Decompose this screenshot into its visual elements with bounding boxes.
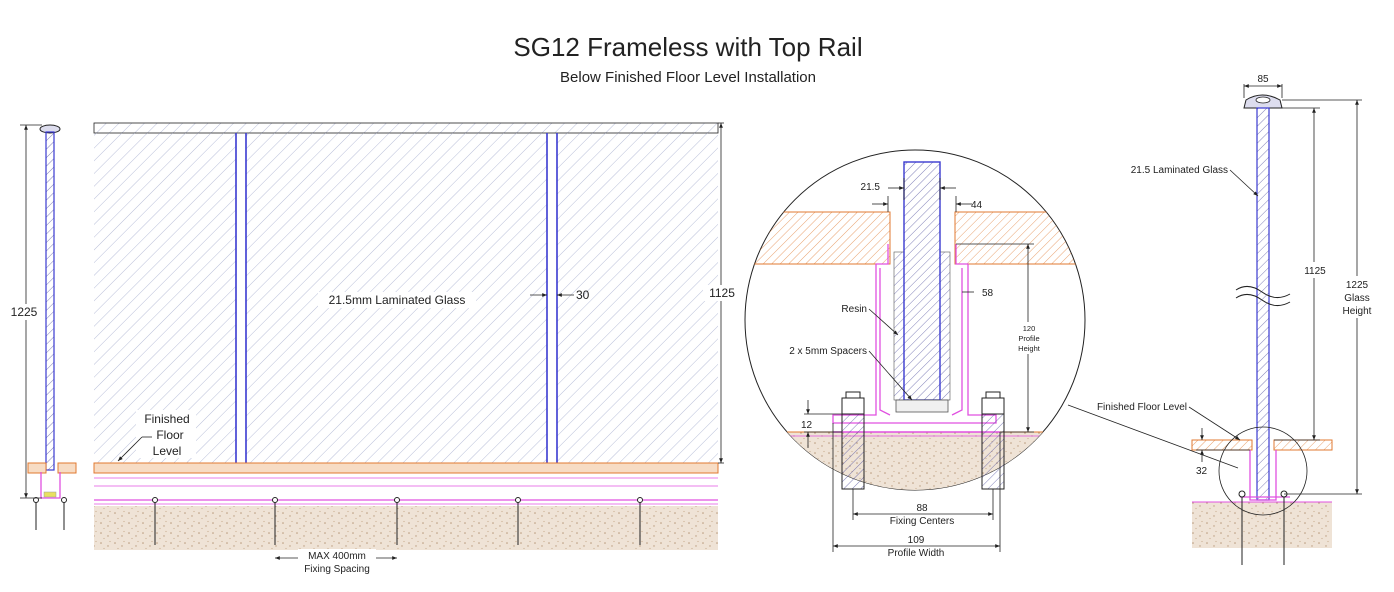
drawing-subtitle: Below Finished Floor Level Installation	[560, 69, 816, 86]
elevation-floor-label-1: Finished	[144, 412, 189, 426]
detail-width-dim: 44	[971, 200, 983, 211]
elevation-spacing-label: Fixing Spacing	[304, 564, 370, 575]
detail-profile-height-label-1: Profile	[1018, 334, 1039, 343]
detail-glass-dim: 21.5	[861, 182, 881, 193]
side-glass-label: 21.5 Laminated Glass	[1131, 165, 1228, 176]
side-total-label-2: Height	[1343, 306, 1372, 317]
side-floor-label: Finished Floor Level	[1097, 402, 1187, 413]
elevation-height-dim: 1125	[709, 286, 735, 300]
elevation-floor-label-3: Level	[153, 444, 182, 458]
elevation-floor-label-2: Floor	[156, 428, 183, 442]
side-total-label-1: Glass	[1344, 293, 1370, 304]
profile-detail-view: 21.5 44 58 120 Profile Height Resin 2 x …	[744, 149, 1086, 559]
side-total-dim: 1225	[1346, 280, 1369, 291]
detail-resin-label: Resin	[841, 304, 867, 315]
detail-fixing-dim: 88	[916, 503, 928, 514]
detail-profile-height-dim: 120	[1023, 324, 1036, 333]
detail-profile-height-label-2: Height	[1018, 344, 1041, 353]
side-height-dim: 1125	[1304, 266, 1326, 277]
side-section-view: 85 21.5 Laminated Glass 1125 1225 Glass …	[1067, 74, 1376, 565]
glass-panel-3	[557, 133, 718, 463]
detail-fixing-label: Fixing Centers	[890, 516, 954, 527]
elevation-gap-dim: 30	[576, 288, 590, 302]
left-height-dim: 1225	[11, 305, 38, 319]
detail-side-dim: 58	[982, 288, 994, 299]
side-depth-dim: 32	[1196, 466, 1208, 477]
drawing-title: SG12 Frameless with Top Rail	[513, 32, 862, 62]
side-rail-dim: 85	[1257, 74, 1269, 85]
elevation-view: 1125 21.5mm Laminated Glass 30 Finished …	[93, 122, 741, 575]
elevation-spacing-dim: MAX 400mm	[308, 551, 366, 562]
detail-spacers-label: 2 x 5mm Spacers	[789, 346, 867, 357]
elevation-glass-label: 21.5mm Laminated Glass	[329, 293, 466, 307]
detail-profile-width-dim: 109	[908, 535, 925, 546]
detail-base-dim: 12	[801, 420, 813, 431]
glass-panel-1	[94, 133, 236, 463]
detail-profile-width-label: Profile Width	[888, 548, 945, 559]
left-section-view: 1225	[6, 124, 77, 530]
